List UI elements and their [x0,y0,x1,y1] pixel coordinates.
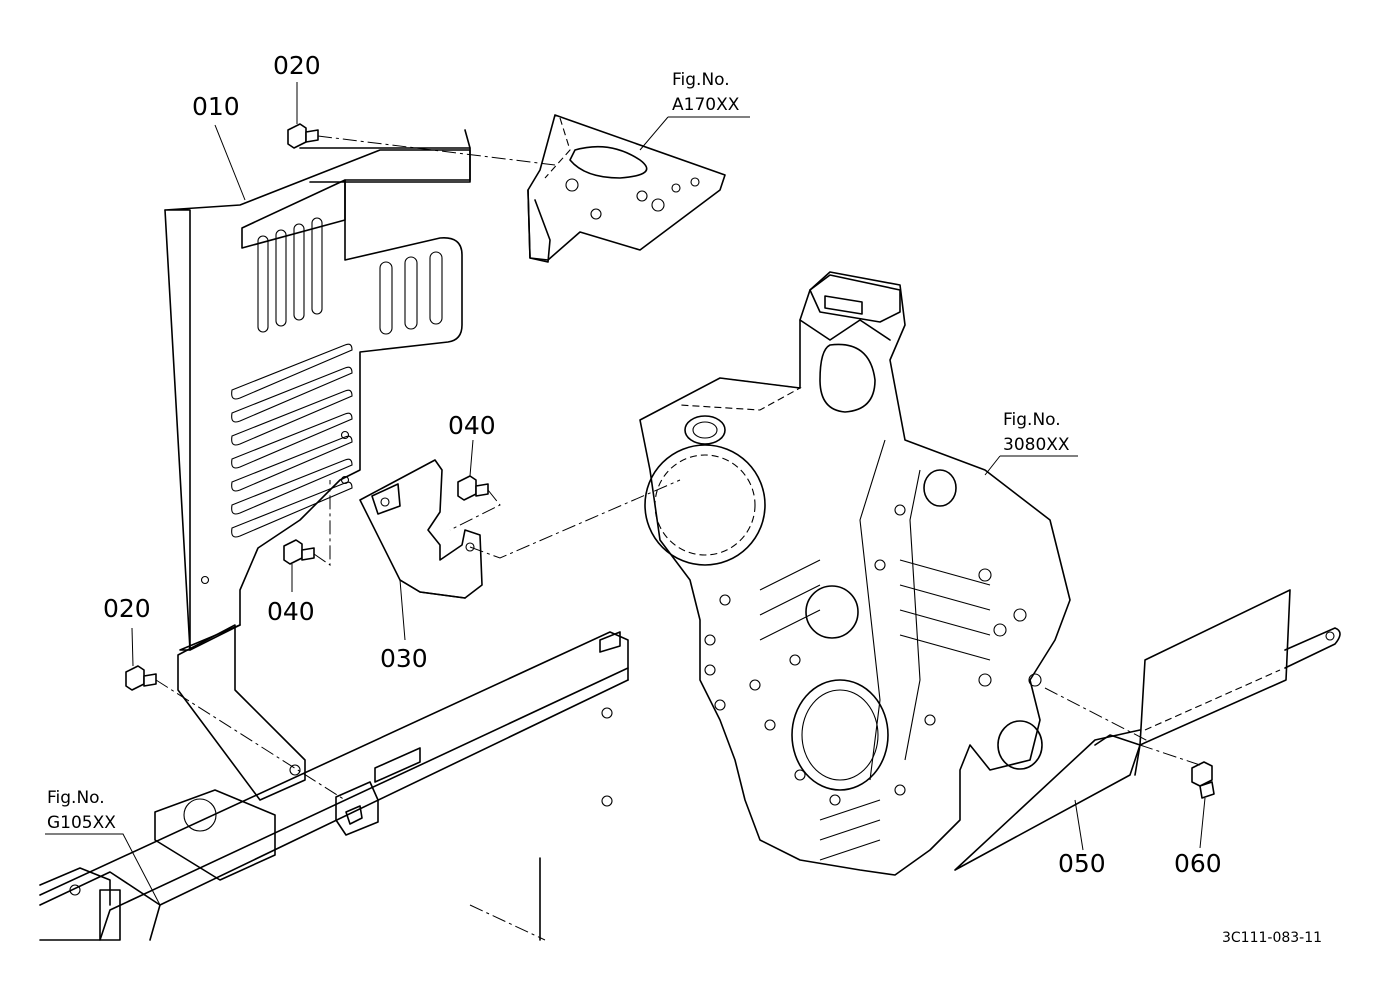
label-010: 010 [192,92,240,121]
bolt-020-left [125,665,157,691]
small-mount-bracket [335,781,379,836]
document-code: 3C111-083-11 [1222,930,1322,946]
figure-reference-labels: Fig.No. A170XX Fig.No. 3080XX Fig.No. G1… [47,70,1070,833]
cover-plate-010 [164,129,471,801]
gear-case-3080 [639,271,1071,876]
fig-a170-number: A170XX [672,95,740,115]
leader-lines [45,82,1206,906]
frame-rail [39,631,629,941]
fig-a170-title: Fig.No. [672,70,730,90]
label-020-top: 020 [273,51,321,80]
bolt-020-top [287,123,319,149]
label-040-upper: 040 [448,411,496,440]
bracket-a170 [527,114,726,263]
bolt-040-upper [457,475,489,501]
label-030: 030 [380,644,428,673]
part-number-labels: 010 020 020 040 040 030 050 060 [103,51,1222,878]
label-040-lower: 040 [267,597,315,626]
fig-g105-number: G105XX [47,813,116,833]
label-060: 060 [1174,849,1222,878]
bolt-060 [1191,761,1215,799]
center-lines [155,135,1201,801]
fig-3080-number: 3080XX [1003,435,1070,455]
bracket-030 [359,459,483,599]
shield-050 [954,589,1341,871]
bolt-040-lower [283,539,315,565]
label-020-left: 020 [103,594,151,623]
fig-g105-title: Fig.No. [47,788,105,808]
label-050: 050 [1058,849,1106,878]
fig-3080-title: Fig.No. [1003,410,1061,430]
